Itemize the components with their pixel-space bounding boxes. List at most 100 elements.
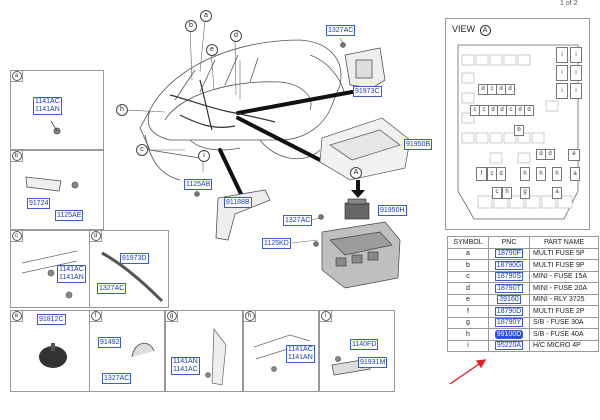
panel-h-drawing [253, 334, 311, 372]
pnc-link[interactable]: 18790Y [494, 318, 524, 328]
pnc-link-highlighted[interactable]: 99100D [494, 329, 524, 339]
part-name-cell: MULTI FUSE 5P [529, 247, 599, 260]
symbol-cell: h [447, 328, 489, 341]
fuse-row5-a: a [552, 187, 562, 199]
symbol-cell: f [447, 305, 489, 318]
panel-g-drawing [205, 327, 227, 386]
pnc-link[interactable]: 18790F [495, 249, 523, 259]
panel-h: h 1141AC 1141AN [243, 310, 319, 392]
pnc-link[interactable]: 18790T [495, 283, 523, 293]
fuse-row4-d: d [496, 167, 506, 181]
symbol-cell: i [447, 339, 489, 352]
panel-c-part-labels[interactable]: 1141AC 1141AN [57, 265, 86, 283]
fuse-i-6: i [570, 83, 582, 99]
panel-e-grommet-drawing [39, 343, 67, 368]
panel-g-tag: g [166, 311, 177, 321]
panel-f-label-91492[interactable]: 91492 [98, 337, 122, 348]
pnc-link[interactable]: 18790S [494, 272, 524, 282]
view-marker: A [479, 25, 491, 36]
fuse-row4-h3: h [552, 167, 562, 181]
pnc-link[interactable]: 95220A [494, 341, 524, 351]
view-title: VIEW A [452, 24, 491, 36]
symbol-cell: a [447, 247, 489, 260]
fuse-i-1: i [556, 47, 568, 63]
panel-i: i 1140FD 91931M [319, 310, 395, 392]
fuse-i-3: i [556, 65, 568, 81]
panel-f-drawing [131, 342, 155, 358]
panel-a-part-labels[interactable]: 1141AC 1141AN [33, 97, 62, 115]
table-row: f 18790D MULTI FUSE 2P [447, 305, 599, 318]
fuse-e: e [568, 149, 580, 161]
part-label-91950h[interactable]: 91950H [378, 205, 407, 216]
callout-h: h [116, 104, 128, 116]
part-label-91950b[interactable]: 91950B [404, 139, 433, 150]
fuse-row5-c: c [492, 187, 502, 199]
part-label-91188b[interactable]: 91188B [224, 197, 252, 208]
symbol-cell: c [447, 270, 489, 283]
table-header-row: SYMBOL PNC PART NAME [447, 236, 599, 249]
col-part-name: PART NAME [529, 236, 599, 249]
part-label-1327ac-top[interactable]: 1327AC [326, 25, 356, 36]
pnc-link[interactable]: 18790D [494, 306, 524, 316]
col-symbol: SYMBOL [447, 236, 489, 249]
panel-e: e 91812C [10, 310, 90, 392]
parts-table: SYMBOL PNC PART NAME a 18790F MULTI FUSE… [447, 236, 599, 352]
panel-a-tag: a [11, 71, 22, 81]
part-label-1125kd[interactable]: 1125KD [262, 238, 291, 249]
fuse-row3-2: d [545, 149, 555, 160]
table-row: e 39160 MINI - RLY 3725 [447, 293, 599, 306]
panel-b-label-1125ae[interactable]: 1125AE [55, 210, 84, 221]
panel-d-label-1327ac[interactable]: 1327AC [97, 283, 127, 294]
table-row: c 18790S MINI - FUSE 15A [447, 270, 599, 283]
callout-i: i [198, 150, 210, 162]
page-number: 1 of 2 [560, 0, 578, 7]
panel-g: g 1141AN 1141AC [165, 310, 243, 392]
panel-a-bolt-drawing [50, 120, 61, 135]
panel-e-tag: e [11, 311, 22, 321]
table-row: g 18790Y S/B - FUSE 30A [447, 316, 599, 329]
part-name-cell: MINI - RLY 3725 [529, 293, 599, 306]
panel-i-label-1140fd[interactable]: 1140FD [350, 339, 379, 350]
panel-h-part-labels[interactable]: 1141AC 1141AN [286, 345, 315, 363]
part-name-cell: S/B - FUSE 30A [529, 316, 599, 329]
panel-g-part-labels[interactable]: 1141AN 1141AC [171, 357, 200, 375]
fuse-i-2: i [570, 47, 582, 63]
callout-view-a: A [350, 167, 362, 179]
part-name-cell: S/B - FUSE 40A [529, 328, 599, 341]
panel-d-label-91973d[interactable]: 91973D [120, 253, 149, 264]
panel-f-label-1327ac[interactable]: 1327AC [102, 373, 132, 384]
panel-e-label-91812c[interactable]: 91812C [37, 314, 66, 325]
table-row: d 18790T MINI - FUSE 20A [447, 282, 599, 295]
panel-i-tag: i [320, 311, 331, 321]
panel-c: c 1141AC 1141AN [10, 230, 90, 308]
panel-b-label-91724[interactable]: 91724 [27, 198, 51, 209]
callout-e: e [206, 44, 218, 56]
panel-d-tag: d [90, 231, 101, 241]
panel-i-label-91931m[interactable]: 91931M [358, 357, 388, 368]
pnc-link[interactable]: 39160 [497, 295, 521, 305]
part-label-1125ab[interactable]: 1125AB [184, 179, 213, 190]
symbol-cell: d [447, 282, 489, 295]
panel-b-bracket-drawing [25, 176, 79, 192]
fuse-i-4: i [570, 65, 582, 81]
fuse-row4-a: a [570, 167, 580, 181]
panel-b: b 91724 1125AE [10, 150, 104, 230]
panel-f-tag: f [90, 311, 101, 321]
panel-c-tag: c [11, 231, 22, 241]
symbol-cell: g [447, 316, 489, 329]
part-label-91973c[interactable]: 91973C [353, 86, 382, 97]
table-row: b 18790G MULTI FUSE 9P [447, 259, 599, 272]
panel-h-tag: h [244, 311, 255, 321]
pnc-link[interactable]: 18790G [494, 260, 524, 270]
panel-b-tag: b [11, 151, 22, 161]
fuse-row5-h: h [502, 187, 512, 199]
fuse-row5-g: g [520, 187, 530, 199]
callout-d: d [230, 30, 242, 42]
fuse-row1-4: d [505, 84, 515, 95]
part-name-cell: MULTI FUSE 9P [529, 259, 599, 272]
part-name-cell: MINI - FUSE 20A [529, 282, 599, 295]
part-label-1327ac-mid[interactable]: 1327AC [283, 215, 313, 226]
fuse-row4-h1: h [520, 167, 530, 181]
panel-f: f 91492 1327AC [89, 310, 165, 392]
